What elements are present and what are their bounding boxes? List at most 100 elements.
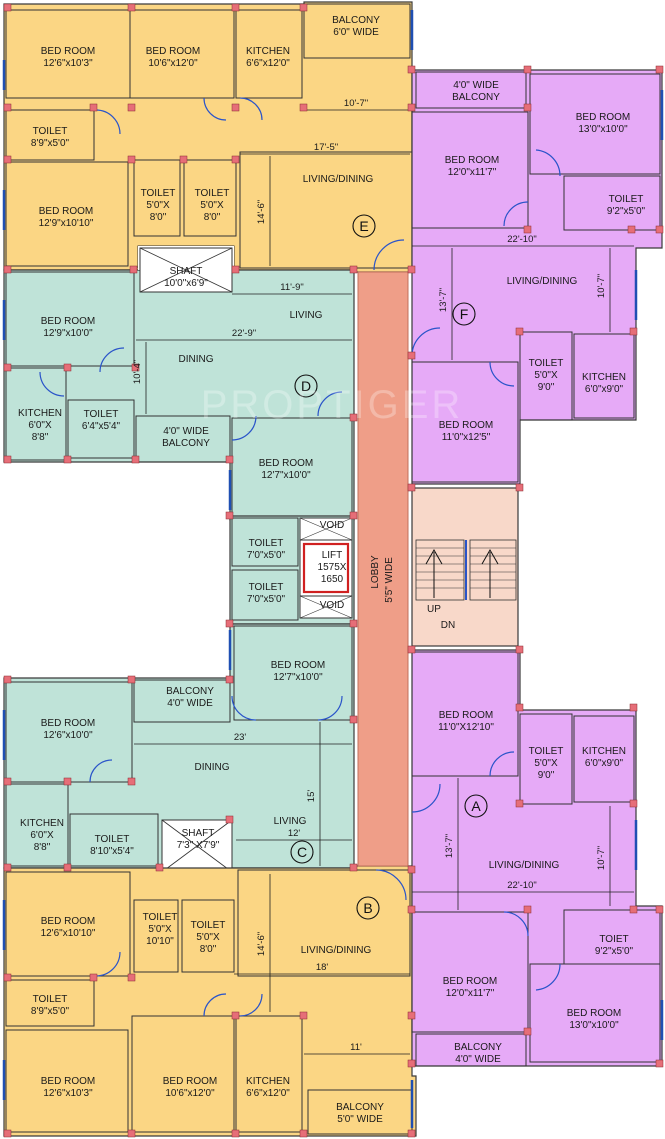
unit-letter: C [297, 844, 307, 860]
column-post [407, 65, 416, 74]
door-swing [39, 371, 65, 397]
column-post [515, 483, 524, 492]
dimension-label: 10'-7" [344, 98, 368, 109]
dimension-label: 10'-7" [596, 846, 607, 870]
lobby-label: LOBBY [370, 555, 381, 589]
column-post [3, 1129, 12, 1138]
room-size: 6'0"x9'0" [585, 384, 624, 395]
dimension-label: 14'-6" [256, 932, 267, 956]
room-size: 8'8" [32, 432, 49, 443]
column-post [225, 619, 234, 628]
room-outline [237, 869, 411, 977]
column-post [655, 1059, 664, 1068]
room-size: 11'0"X12'10" [438, 722, 494, 733]
column-post [225, 675, 234, 684]
door-swing [99, 347, 125, 373]
door-swing [95, 951, 121, 977]
room-size: 5'0"X [534, 758, 558, 769]
column-post [523, 65, 532, 74]
stair-flight [469, 539, 517, 601]
lobby-corridor [357, 271, 409, 867]
unit-marker: A [464, 794, 488, 818]
column-post [127, 3, 136, 12]
room-name: TOILET [249, 538, 284, 549]
shaft-bottom [161, 819, 233, 873]
room-name: TOILET [191, 920, 226, 931]
room-outline [411, 111, 529, 229]
unit-letter: B [363, 900, 372, 916]
unit-marker: E [352, 214, 376, 238]
door-swing [535, 149, 561, 177]
room-name: 4'0" WIDE [453, 80, 499, 91]
room-name: KITCHEN [582, 372, 626, 383]
room-label: LIVING [290, 310, 323, 321]
room-label: LIVING [274, 816, 307, 827]
up-arrow-icon [425, 548, 443, 598]
room-size: 6'0"X [28, 420, 52, 431]
room-label: LIVING/DINING [303, 174, 374, 185]
room-name: BED ROOM [41, 316, 95, 327]
unit-letter: E [359, 218, 368, 234]
door-swing [503, 911, 529, 937]
room-outline [231, 569, 299, 621]
room-size: 12'9"x10'0" [43, 328, 93, 339]
room-size: 10'6"x12'0" [148, 58, 198, 69]
room-size: 12'9"x10'10" [39, 218, 94, 229]
door-swing [535, 963, 561, 991]
door-swing [203, 97, 227, 121]
room-name: BED ROOM [259, 458, 313, 469]
room-size: 7'0"x5'0" [247, 594, 286, 605]
room-size: BALCONY [452, 92, 500, 103]
room-outline [129, 9, 235, 99]
dimension-label: 11'-9" [280, 282, 304, 293]
room-outline [235, 9, 303, 99]
column-post [127, 973, 136, 982]
column-post [349, 265, 358, 274]
unit-e [3, 1, 413, 273]
door-swing [411, 327, 441, 357]
door-swing [503, 201, 529, 227]
room-label: VOID [320, 520, 344, 531]
windows [2, 10, 664, 1128]
unit-e-fill [3, 1, 413, 273]
stair-up-label: UP [427, 604, 441, 615]
column-post [231, 103, 240, 112]
door-swing [375, 869, 407, 901]
room-outline [135, 415, 231, 463]
room-name: TOILET [195, 188, 230, 199]
room-size: 12'6"x10'0" [43, 730, 93, 741]
column-post [231, 265, 240, 274]
unit-marker: B [356, 896, 380, 920]
column-post [3, 777, 12, 786]
room-outline [235, 1015, 303, 1133]
room-size: 5'0"X [534, 370, 558, 381]
column-post [629, 703, 638, 712]
room-size: 12'6"x10'10" [41, 928, 96, 939]
room-label: LIVING/DINING [507, 276, 578, 287]
column-post [349, 715, 358, 724]
door-swing [239, 993, 263, 1017]
shaft-diag [139, 247, 233, 293]
room-size: 7'0"x5'0" [247, 550, 286, 561]
dimension-label: 13'-7" [438, 288, 449, 312]
room-size: 8'9"x5'0" [31, 138, 70, 149]
room-name: BED ROOM [146, 46, 200, 57]
dimension-label: 15' [306, 790, 317, 803]
unit-marker: D [294, 374, 318, 398]
unit-circle [452, 302, 476, 326]
column-post [3, 973, 12, 982]
unit-marker: F [452, 302, 476, 326]
door-swings [39, 97, 561, 1017]
